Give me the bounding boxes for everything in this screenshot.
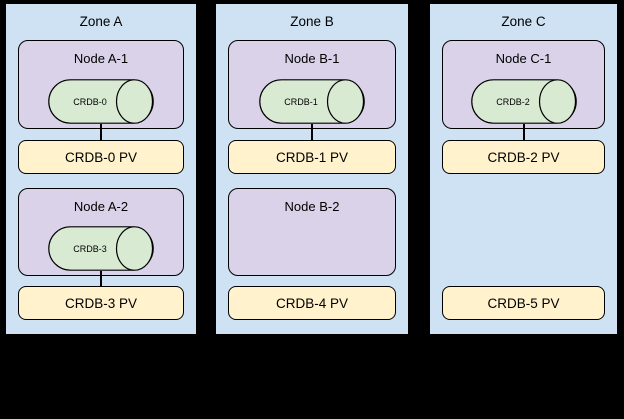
pv-label: CRDB-4 PV	[275, 295, 348, 311]
node-b2: Node B-2	[228, 188, 396, 276]
node-label: Node C-1	[495, 51, 552, 66]
node-label: Node A-2	[73, 199, 129, 214]
pv-label: CRDB-1 PV	[275, 149, 348, 165]
cylinder-label: CRDB-2	[496, 97, 530, 107]
node-label: Node B-1	[284, 51, 340, 66]
database-cylinder-icon: CRDB-1	[259, 79, 365, 124]
connector-line	[311, 124, 313, 140]
node-c1: Node C-1 CRDB-2	[442, 40, 605, 129]
connector-line	[100, 124, 102, 140]
pv-label: CRDB-3 PV	[64, 295, 137, 311]
pv-crdb-4: CRDB-4 PV	[228, 286, 396, 320]
pv-crdb-3: CRDB-3 PV	[18, 286, 184, 320]
pv-label: CRDB-2 PV	[487, 149, 560, 165]
zone-b: Zone B Node B-1 CRDB-1 CRDB-1 PV Node B-…	[214, 2, 410, 336]
database-cylinder-icon: CRDB-3	[48, 226, 154, 271]
cylinder-label: CRDB-0	[73, 97, 107, 107]
cylinder-label: CRDB-3	[73, 244, 107, 254]
database-cylinder-icon: CRDB-0	[48, 79, 154, 124]
node-b1: Node B-1 CRDB-1	[228, 40, 396, 129]
node-a2: Node A-2 CRDB-3	[18, 188, 184, 276]
pv-crdb-1: CRDB-1 PV	[228, 140, 396, 174]
pv-label: CRDB-5 PV	[487, 295, 560, 311]
node-label: Node B-2	[284, 199, 340, 214]
zone-title: Zone A	[79, 14, 123, 29]
zone-a: Zone A Node A-1 CRDB-0 CRDB-0 PV Node A-…	[4, 2, 198, 336]
connector-line	[522, 124, 525, 140]
zone-title: Zone C	[501, 14, 546, 29]
cylinder-label: CRDB-1	[284, 97, 318, 107]
connector-line	[100, 271, 102, 286]
database-cylinder-icon: CRDB-2	[470, 79, 577, 124]
node-a1: Node A-1 CRDB-0	[18, 40, 184, 129]
zone-c: Zone C Node C-1 CRDB-2 CRDB-2 PV CRDB-5 …	[428, 2, 619, 336]
node-label: Node A-1	[73, 51, 129, 66]
pv-crdb-5: CRDB-5 PV	[442, 286, 605, 320]
pv-crdb-0: CRDB-0 PV	[18, 140, 184, 174]
zone-title: Zone B	[290, 14, 334, 29]
pv-crdb-2: CRDB-2 PV	[442, 140, 605, 174]
pv-label: CRDB-0 PV	[64, 149, 137, 165]
